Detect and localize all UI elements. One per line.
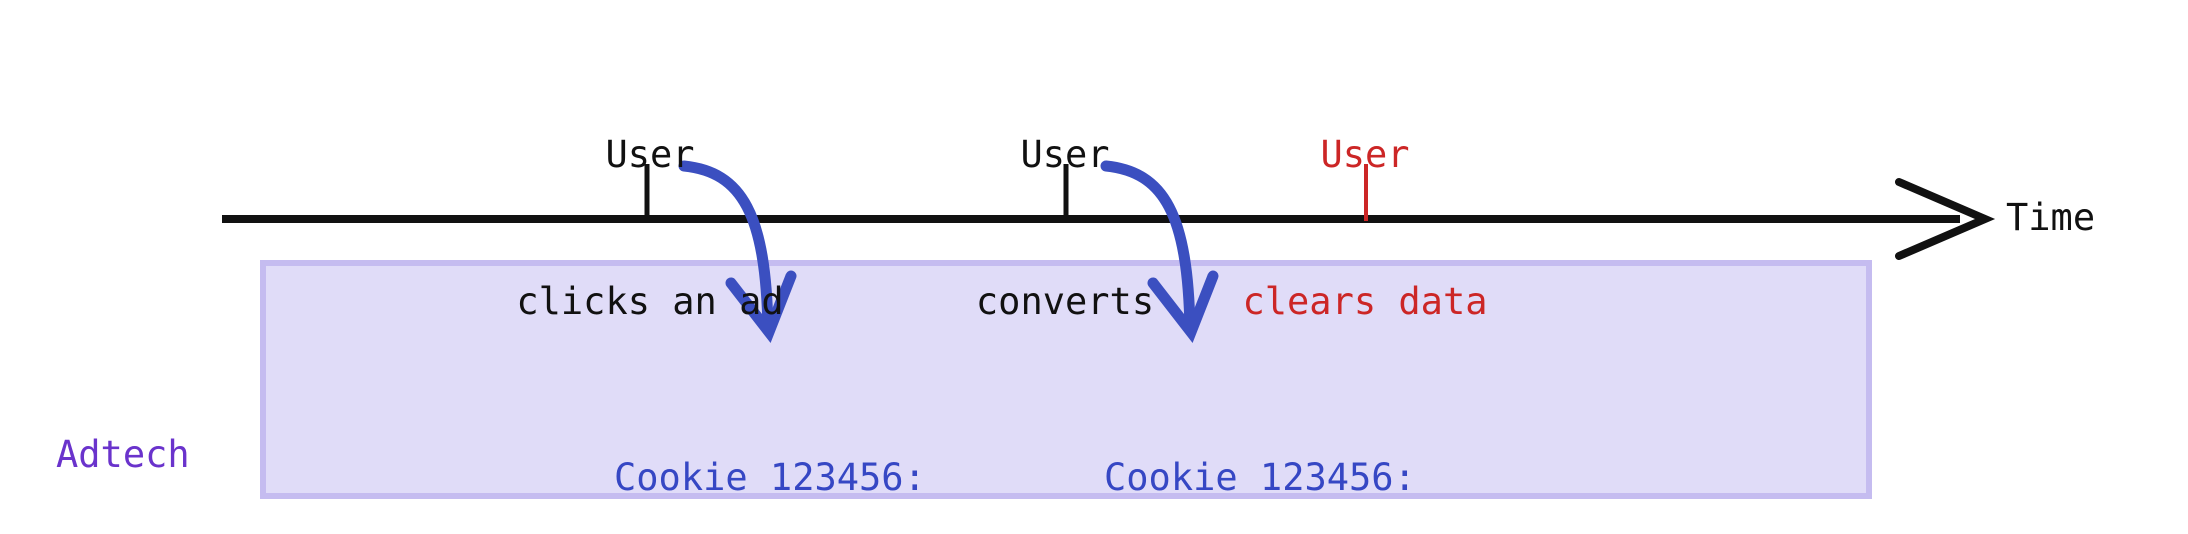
curved-arrow-ad-click (678, 160, 774, 336)
event-label-clear-data-line2: clears data (1242, 280, 1488, 323)
event-label-clear-data: User clears data (1100, 32, 1630, 424)
timeline-axis-label: Time (2006, 196, 2096, 239)
server-record-converted: Cookie 123456: Converted (1104, 348, 1416, 534)
curved-arrow-conversion (1100, 160, 1196, 336)
adtech-server-label-line1: Adtech (56, 433, 190, 476)
server-record-ad-clicked-line1: Cookie 123456: (614, 456, 926, 499)
event-label-conversion-line2: converts (975, 280, 1155, 323)
curved-arrow-conversion-head-icon (1147, 270, 1219, 344)
adtech-server-label: Adtech server (56, 330, 256, 534)
server-record-converted-line1: Cookie 123456: (1104, 456, 1416, 499)
timeline-arrowhead-icon (1895, 178, 1996, 260)
event-label-conversion-line1: User (1020, 133, 1110, 176)
event-label-ad-click-line2: clicks an ad (516, 280, 784, 323)
event-label-conversion: User converts (790, 32, 1340, 424)
event-label-clear-data-line1: User (1320, 133, 1410, 176)
event-label-ad-click-line1: User (605, 133, 695, 176)
adtech-server-box (260, 260, 1872, 499)
server-record-ad-clicked: Cookie 123456: Ad clicked (614, 348, 926, 534)
curved-arrow-ad-click-head-icon (725, 270, 797, 344)
event-label-ad-click: User clicks an ad (360, 32, 940, 424)
